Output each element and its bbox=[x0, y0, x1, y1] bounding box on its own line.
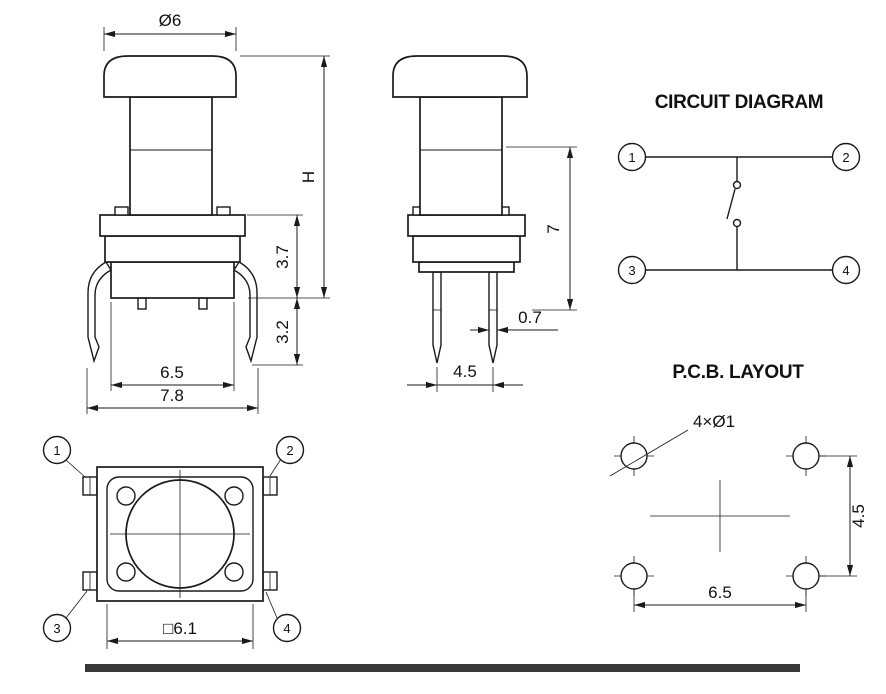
dim-base-width: 6.5 bbox=[110, 302, 235, 391]
dim-cap-diameter: Ø6 bbox=[103, 11, 237, 51]
dim-side-height-label: 7 bbox=[544, 224, 563, 233]
dim-overall-height: H bbox=[240, 55, 330, 299]
dim-pcb-vertical-pitch: 4.5 bbox=[820, 455, 868, 577]
circuit-diagram-title: CIRCUIT DIAGRAM bbox=[655, 92, 824, 113]
circuit-terminal-1-label: 1 bbox=[628, 150, 635, 165]
top-view-callout-2-label: 2 bbox=[286, 443, 293, 458]
side-body-base bbox=[418, 261, 515, 273]
side-pin-right bbox=[488, 271, 498, 364]
pcb-hole-bl bbox=[614, 556, 654, 596]
top-view-post-tr bbox=[224, 486, 244, 506]
dim-pin-width-label: 0.7 bbox=[518, 308, 542, 327]
circuit-terminal-2: 2 bbox=[831, 142, 861, 172]
side-body-flange bbox=[407, 214, 526, 237]
dim-pin-length-label: 3.2 bbox=[273, 320, 292, 344]
circuit-terminal-1: 1 bbox=[617, 142, 647, 172]
dim-pcb-horizontal-pitch-label: 6.5 bbox=[708, 583, 732, 602]
front-right-leg bbox=[233, 261, 258, 364]
front-stem bbox=[129, 96, 213, 216]
top-view-callout-3: 3 bbox=[42, 590, 88, 643]
dim-cap-diameter-label: Ø6 bbox=[159, 11, 182, 30]
top-view-post-bl bbox=[116, 562, 136, 582]
top-view-callout-4: 4 bbox=[265, 591, 302, 643]
front-body-base bbox=[110, 261, 235, 299]
top-view-callout-2: 2 bbox=[269, 435, 305, 477]
dim-body-size: □6.1 bbox=[106, 604, 254, 649]
top-view: 1 2 3 4 □6.1 bbox=[42, 435, 305, 649]
front-rear-pin-left bbox=[137, 297, 147, 310]
dim-pin-pitch: 4.5 bbox=[407, 362, 523, 392]
front-rear-pin-right bbox=[198, 297, 208, 310]
front-body-mid bbox=[104, 235, 241, 263]
front-body-flange bbox=[99, 214, 246, 237]
top-view-post-br bbox=[224, 562, 244, 582]
side-body-mid bbox=[412, 235, 521, 263]
front-cap bbox=[103, 55, 237, 98]
dim-side-height: 7 bbox=[506, 146, 577, 311]
side-cap bbox=[392, 55, 528, 98]
top-view-callout-4-label: 4 bbox=[283, 621, 290, 636]
pcb-layout: P.C.B. LAYOUT 4×Ø1 bbox=[609, 362, 868, 612]
circuit-terminal-4: 4 bbox=[831, 255, 861, 285]
side-stem bbox=[419, 96, 503, 216]
top-view-callout-3-label: 3 bbox=[53, 621, 60, 636]
front-view: Ø6 H 3.7 3.2 6.5 bbox=[86, 11, 330, 414]
pcb-layout-title: P.C.B. LAYOUT bbox=[672, 362, 804, 383]
top-view-post-tl bbox=[116, 486, 136, 506]
circuit-terminal-4-label: 4 bbox=[842, 263, 849, 278]
dim-pin-pitch-label: 4.5 bbox=[453, 362, 477, 381]
footer-bar bbox=[85, 664, 800, 672]
dim-pin-width: 0.7 bbox=[470, 308, 558, 334]
circuit-terminal-2-label: 2 bbox=[842, 150, 849, 165]
circuit-terminal-3-label: 3 bbox=[628, 263, 635, 278]
dim-overall-height-label: H bbox=[299, 171, 318, 183]
dim-overall-width: 7.8 bbox=[86, 368, 259, 414]
top-view-ears bbox=[82, 476, 278, 591]
pcb-hole-tl bbox=[614, 436, 654, 476]
dim-pcb-vertical-pitch-label: 4.5 bbox=[849, 504, 868, 528]
circuit-terminal-3: 3 bbox=[617, 255, 647, 285]
dim-body-height-label: 3.7 bbox=[273, 245, 292, 269]
dim-pcb-horizontal-pitch: 6.5 bbox=[633, 583, 807, 612]
front-body-peg-left bbox=[114, 206, 129, 216]
dim-pin-length: 3.2 bbox=[252, 298, 303, 366]
circuit-diagram: CIRCUIT DIAGRAM 1 2 3 4 bbox=[617, 92, 861, 285]
dim-body-size-label: □6.1 bbox=[163, 619, 197, 638]
front-body-peg-right bbox=[216, 206, 231, 216]
dim-body-height: 3.7 bbox=[247, 214, 303, 298]
pcb-hole-tr bbox=[786, 436, 826, 476]
pcb-hole-spec-label: 4×Ø1 bbox=[693, 412, 735, 431]
dim-base-width-label: 6.5 bbox=[160, 363, 184, 382]
top-view-callout-1-label: 1 bbox=[53, 443, 60, 458]
dim-overall-width-label: 7.8 bbox=[160, 386, 184, 405]
circuit-switch-contact bbox=[726, 157, 742, 270]
side-view: 7 0.7 4.5 bbox=[392, 55, 577, 392]
top-view-callout-1: 1 bbox=[42, 435, 86, 478]
front-left-leg bbox=[87, 261, 112, 364]
pcb-hole-spec: 4×Ø1 bbox=[609, 412, 735, 477]
side-pin-left bbox=[432, 271, 442, 364]
pcb-hole-br bbox=[786, 556, 826, 596]
